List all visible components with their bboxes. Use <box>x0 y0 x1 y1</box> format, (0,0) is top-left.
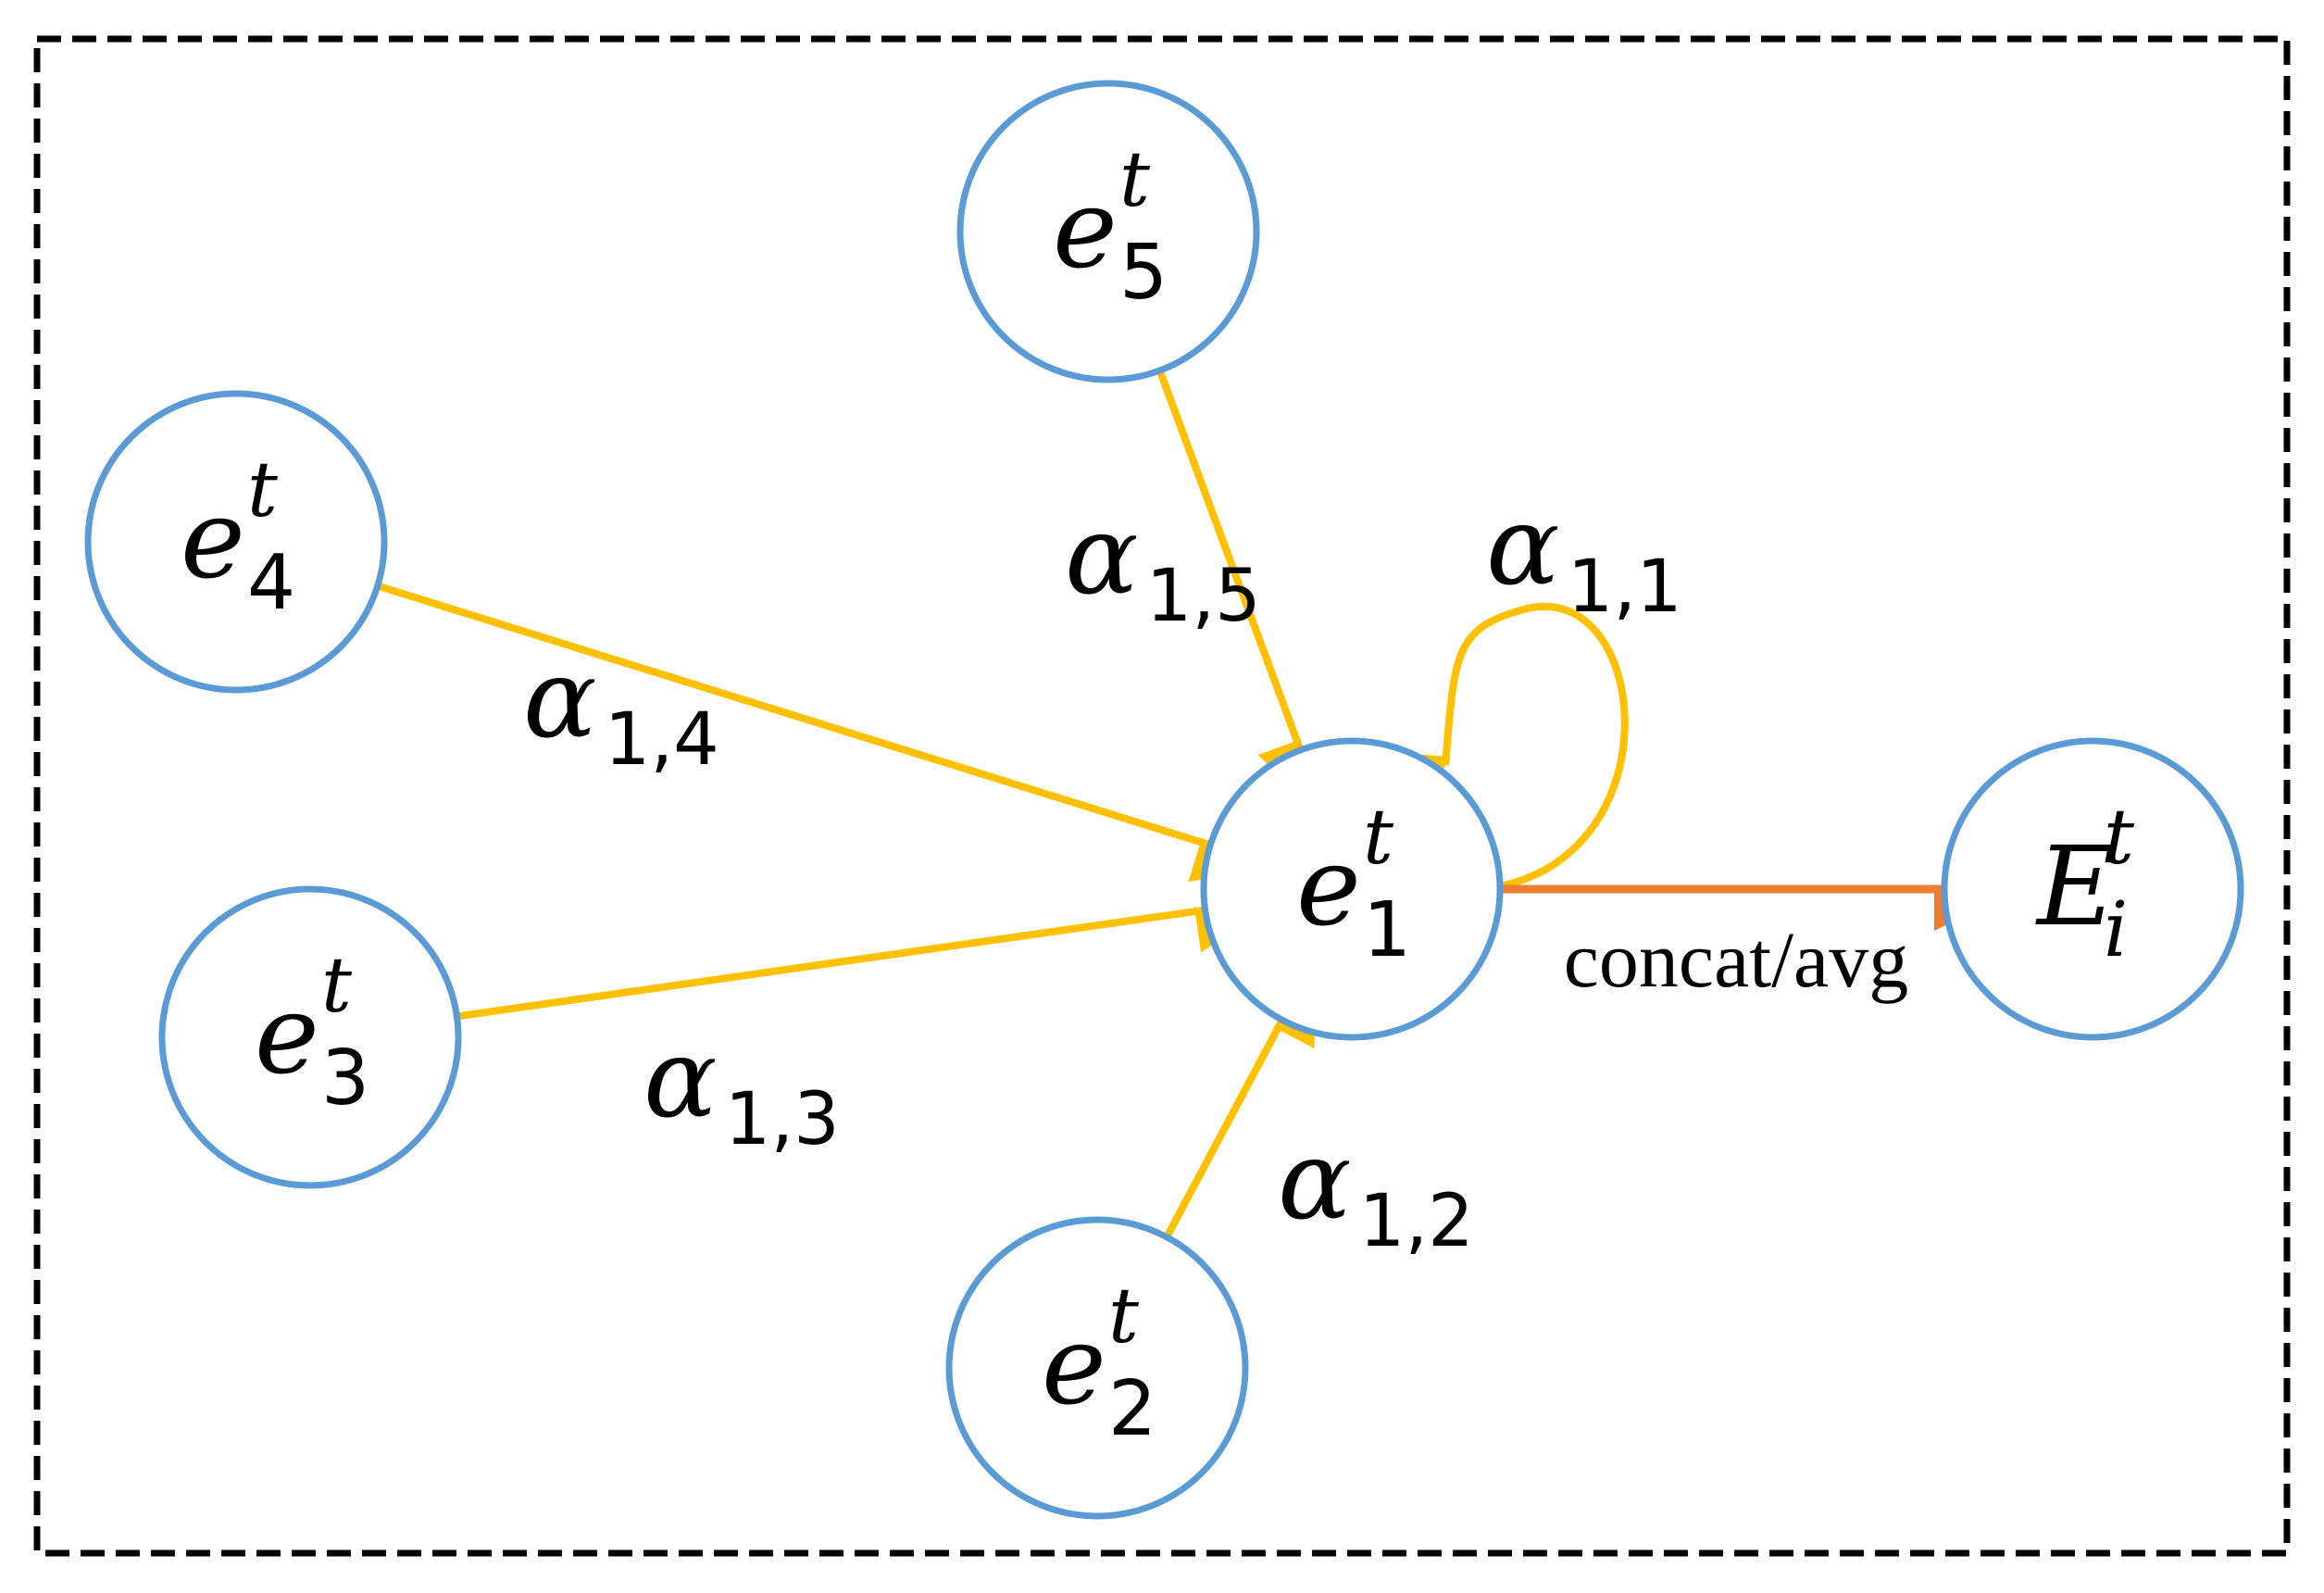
node-circle <box>84 390 388 694</box>
node-base-symbol: E <box>2035 822 2117 950</box>
node-superscript: t <box>321 942 353 1030</box>
node-subscript: 2 <box>1108 1365 1156 1453</box>
node-superscript: t <box>1108 1273 1140 1361</box>
node-circle <box>956 80 1260 383</box>
node-base-symbol: e <box>255 971 319 1098</box>
node-circle <box>945 1216 1249 1520</box>
aggregate-label: concat/avg <box>1564 915 1908 1004</box>
edges-layer <box>376 369 1980 1239</box>
node-superscript: t <box>1119 136 1151 224</box>
node-superscript: t <box>2104 794 2135 882</box>
node-circle <box>1941 737 2244 1041</box>
node-circle <box>158 885 462 1189</box>
edge-e3-to-e1 <box>456 906 1244 1021</box>
node-subscript: 3 <box>321 1035 369 1123</box>
node-base-symbol: e <box>1042 1301 1106 1429</box>
edge-e5-to-e1 <box>1156 369 1304 791</box>
node-base-symbol: e <box>181 475 245 603</box>
edge-e2-to-e1 <box>1163 997 1316 1239</box>
node-subscript: 1 <box>1363 886 1411 974</box>
node-superscript: t <box>247 446 279 534</box>
edge-e1-self-loop <box>1404 602 1629 890</box>
node-circle <box>1200 737 1504 1041</box>
node-base-symbol: e <box>1296 822 1361 950</box>
node-subscript: i <box>2104 886 2128 974</box>
dashed-frame <box>33 35 2291 1557</box>
node-base-symbol: e <box>1053 165 1118 293</box>
node-subscript: 5 <box>1119 229 1168 317</box>
node-superscript: t <box>1363 794 1394 882</box>
edge-e4-to-e1 <box>376 582 1240 883</box>
node-subscript: 4 <box>247 539 295 627</box>
node-Ei: Eti <box>1941 737 2244 1041</box>
